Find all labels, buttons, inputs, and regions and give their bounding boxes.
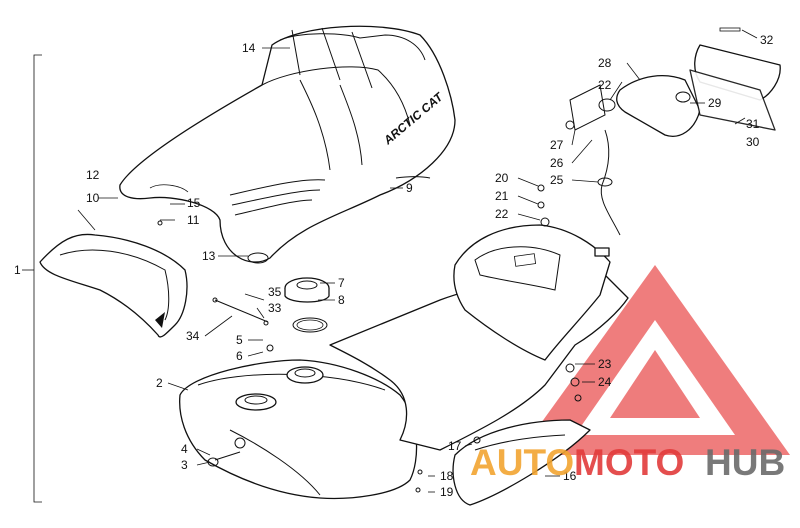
leader-lines <box>77 29 758 493</box>
callout-1: 1 <box>14 263 21 277</box>
callout-25: 25 <box>550 173 564 187</box>
callout-20: 20 <box>495 171 509 185</box>
callout-29: 29 <box>708 96 722 110</box>
callout-13: 13 <box>202 249 216 263</box>
side-panel <box>452 419 591 506</box>
callout-31: 31 <box>746 117 760 131</box>
callout-22b: 22 <box>598 78 612 92</box>
callout-18: 18 <box>440 469 454 483</box>
callout-15: 15 <box>187 196 201 210</box>
callout-12: 12 <box>86 168 100 182</box>
callout-17: 17 <box>448 439 462 453</box>
vent-tube <box>212 297 269 323</box>
callout-28: 28 <box>598 56 612 70</box>
watermark: AUTO MOTO HUB <box>470 442 785 483</box>
taillight-assembly <box>565 27 781 257</box>
callout-7: 7 <box>338 276 345 290</box>
watermark-auto: AUTO <box>470 442 574 483</box>
callout-10: 10 <box>86 191 100 205</box>
callout-19: 19 <box>440 485 454 499</box>
callout-30: 30 <box>746 135 760 149</box>
callout-26: 26 <box>550 156 564 170</box>
callout-21: 21 <box>495 189 509 203</box>
callout-9: 9 <box>406 181 413 195</box>
fuel-tank <box>179 359 418 500</box>
callout-16: 16 <box>563 469 577 483</box>
callout-11: 11 <box>187 213 200 227</box>
callout-35: 35 <box>268 285 282 299</box>
body-pan <box>329 224 629 451</box>
callout-32: 32 <box>760 33 774 47</box>
callout-27: 27 <box>550 138 564 152</box>
callout-14: 14 <box>242 41 256 55</box>
gas-cap <box>284 277 330 333</box>
watermark-triangle-logo <box>518 265 790 455</box>
watermark-moto: MOTO <box>574 442 684 483</box>
callout-34: 34 <box>186 329 200 343</box>
seat: ARCTIC CAT <box>119 25 456 264</box>
assembly-bracket <box>33 54 42 503</box>
fasteners <box>157 176 582 493</box>
callout-2: 2 <box>156 376 163 390</box>
callout-5: 5 <box>236 333 243 347</box>
seat-backrest <box>39 233 188 338</box>
callout-labels: 1 2 3 4 5 6 7 8 9 10 11 12 13 14 15 16 1… <box>14 33 774 499</box>
callout-22: 22 <box>495 207 509 221</box>
callout-33: 33 <box>268 301 282 315</box>
callout-3: 3 <box>181 458 188 472</box>
callout-4: 4 <box>181 442 188 456</box>
callout-8: 8 <box>338 293 345 307</box>
watermark-hub: HUB <box>705 442 785 483</box>
callout-23: 23 <box>598 357 612 371</box>
callout-6: 6 <box>236 349 243 363</box>
callout-24: 24 <box>598 375 612 389</box>
